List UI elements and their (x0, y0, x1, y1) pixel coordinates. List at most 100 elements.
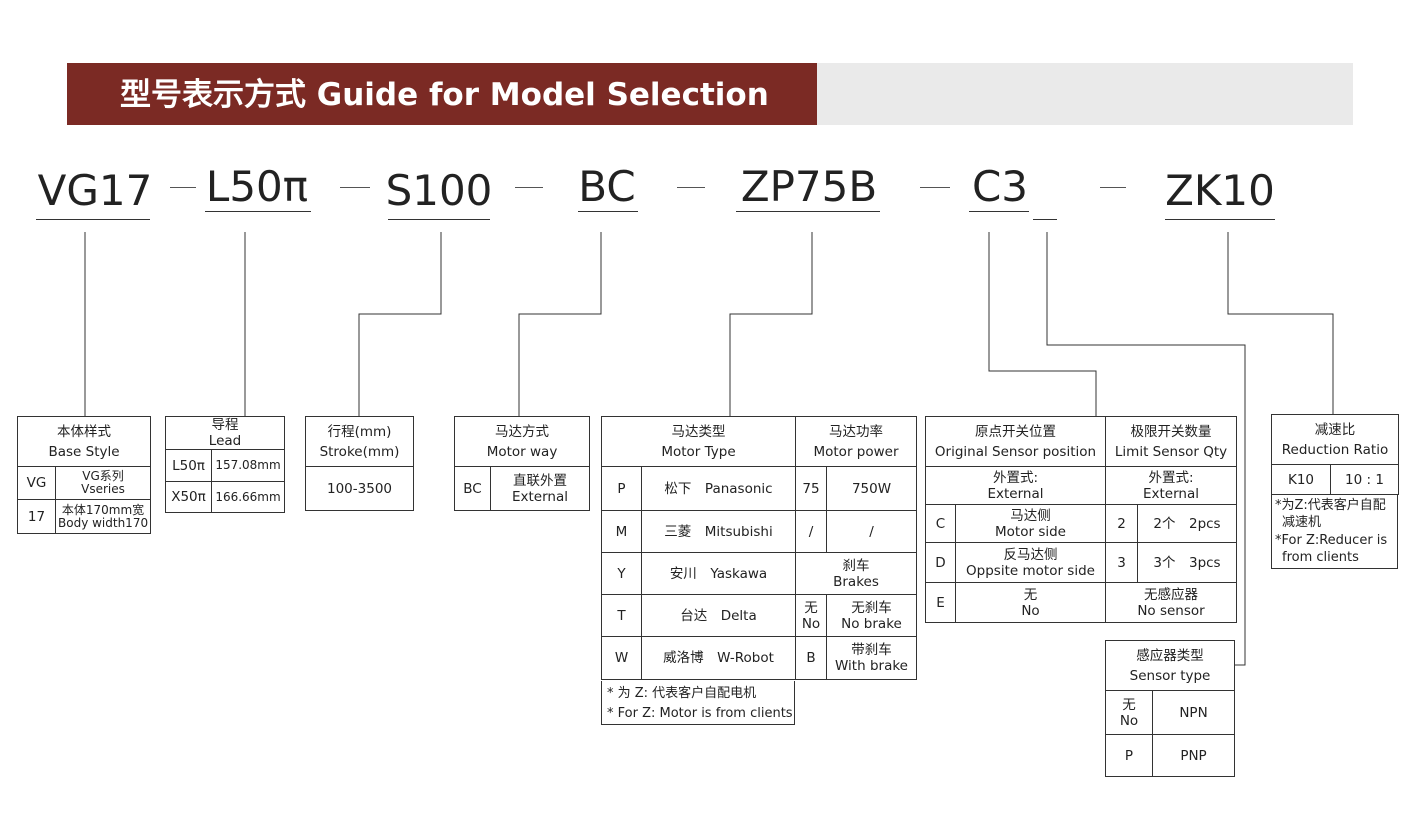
sensor-qty-header-en: Limit Sensor Qty (1114, 443, 1228, 460)
code-stroke-underline (388, 219, 490, 220)
motor-type-code: M (601, 510, 642, 553)
code-lead: L50π (205, 162, 309, 211)
stroke-table: 行程(mm) Stroke(mm) 100-3500 (305, 416, 414, 511)
sensor-qty-header-cn: 极限开关数量 (1130, 423, 1212, 440)
code-reducer-underline (1165, 219, 1275, 220)
stroke-header-cn: 行程(mm) (327, 423, 392, 440)
reduction-note-box: *为Z:代表客户自配 减速机 *For Z:Reducer is from cl… (1271, 494, 1398, 569)
reduction-header-en: Reduction Ratio (1281, 441, 1389, 458)
separator-dash (170, 187, 196, 188)
code-motor-underline (736, 211, 880, 212)
reduction-note-en: *For Z:Reducer is (1275, 533, 1388, 548)
separator-dash (1100, 187, 1126, 188)
sensor-position-header-en: Original Sensor position (934, 443, 1097, 460)
brakes-header-cn: 刹车 (842, 557, 870, 574)
brake-desc-cn: 无刹车 (851, 599, 892, 616)
motor-type-cn: 威洛博 (663, 650, 704, 666)
motor-type-code: Y (601, 552, 642, 595)
motor-type-en: Mitsubishi (704, 523, 773, 540)
stroke-header-en: Stroke(mm) (319, 443, 400, 460)
motor-way-header-cn: 马达方式 (495, 423, 549, 440)
motor-way-code: BC (454, 466, 491, 511)
code-base: VG17 (37, 166, 153, 215)
lead-code: L50π (165, 449, 212, 482)
base-desc-en: Vseries (81, 482, 125, 496)
reduction-note-en: from clients (1282, 550, 1359, 565)
lead-header-cn: 导程 (211, 417, 239, 434)
brake-code: B (795, 636, 827, 680)
code-motor-way-underline (578, 211, 638, 212)
sensor-qty-value: 2个 2pcs (1136, 504, 1238, 543)
motor-type-code: W (601, 636, 642, 680)
brake-code-cn: 无 (804, 599, 818, 616)
motor-note-en: * For Z: Motor is from clients (607, 706, 793, 721)
sensor-position-cn: 无 (1023, 586, 1038, 603)
sensor-type-header-cn: 感应器类型 (1136, 647, 1204, 664)
sensor-position-en: Motor side (995, 523, 1066, 540)
sensor-qty-value: 3个 3pcs (1136, 542, 1238, 583)
motor-type-cn: 安川 (669, 565, 697, 582)
code-sensor-underline (969, 211, 1029, 212)
reduction-header-cn: 减速比 (1314, 421, 1356, 438)
motor-power-code: 75 (795, 466, 827, 511)
lead-header-en: Lead (208, 433, 242, 449)
sensor-position-code: C (925, 504, 956, 543)
sensor-none-cn: 无感应器 (1144, 586, 1198, 603)
lead-code: X50π (165, 481, 212, 513)
reduction-code: K10 (1271, 464, 1331, 495)
code-lead-underline (205, 211, 311, 212)
motor-type-en: W-Robot (717, 650, 774, 666)
code-motor: ZP75B (740, 162, 878, 211)
sensor-position-header-cn: 原点开关位置 (975, 423, 1056, 440)
sensor-position-cn: 马达侧 (1010, 507, 1051, 524)
motor-type-code: T (601, 594, 642, 637)
sensor-qty-code: 3 (1105, 542, 1138, 583)
sensor-type-header-en: Sensor type (1129, 667, 1211, 684)
code-stroke: S100 (385, 166, 493, 215)
sensor-qty-sub-cn: 外置式: (1148, 469, 1194, 486)
motor-way-desc-en: External (512, 488, 569, 505)
brake-desc-cn: 带刹车 (851, 642, 892, 658)
base-header-en: Base Style (48, 443, 120, 460)
sensor-position-code: D (925, 542, 956, 583)
stroke-range: 100-3500 (305, 466, 414, 511)
sensor-type-value: NPN (1151, 690, 1236, 735)
sensor-type-code-cn: 无 (1122, 696, 1136, 713)
brakes-header-en: Brakes (833, 573, 879, 590)
sensor-type-value: PNP (1151, 734, 1236, 777)
motor-way-header-en: Motor way (486, 443, 558, 460)
reduction-note-cn: *为Z:代表客户自配 (1275, 498, 1386, 513)
motor-power-header-cn: 马达功率 (829, 423, 883, 440)
title-banner (67, 63, 817, 125)
code-sensor-type-blank (1033, 219, 1057, 220)
sensor-position-sub-en: External (987, 485, 1044, 502)
sensor-position-sub-cn: 外置式: (992, 469, 1039, 486)
sensor-type-code-en: No (1119, 712, 1139, 729)
code-reducer: ZK10 (1165, 166, 1275, 215)
lead-value: 166.66mm (211, 481, 285, 513)
motor-type-en: Yaskawa (710, 565, 768, 582)
title-banner-extension (817, 63, 1353, 125)
motor-power-value: 750W (826, 466, 917, 511)
motor-type-cn: 三菱 (664, 523, 692, 540)
motor-power-value: / (826, 510, 917, 553)
brake-desc-en: With brake (835, 658, 908, 674)
separator-dash (515, 187, 543, 188)
code-base-underline (36, 219, 150, 220)
base-desc-en: Body width170 (58, 515, 149, 530)
reduction-note-cn: 减速机 (1282, 515, 1322, 530)
sensor-position-cn: 反马达侧 (1003, 546, 1058, 563)
base-code: VG (17, 466, 56, 500)
motor-type-cn: 台达 (680, 607, 708, 624)
sensor-qty-code: 2 (1105, 504, 1138, 543)
motor-way-desc-cn: 直联外置 (513, 472, 567, 489)
page-title: 型号表示方式 Guide for Model Selection (120, 77, 769, 113)
motor-note-box: * 为 Z: 代表客户自配电机 * For Z: Motor is from c… (601, 681, 795, 725)
motor-power-header-en: Motor power (813, 443, 899, 460)
code-sensor: C3 (971, 162, 1029, 211)
